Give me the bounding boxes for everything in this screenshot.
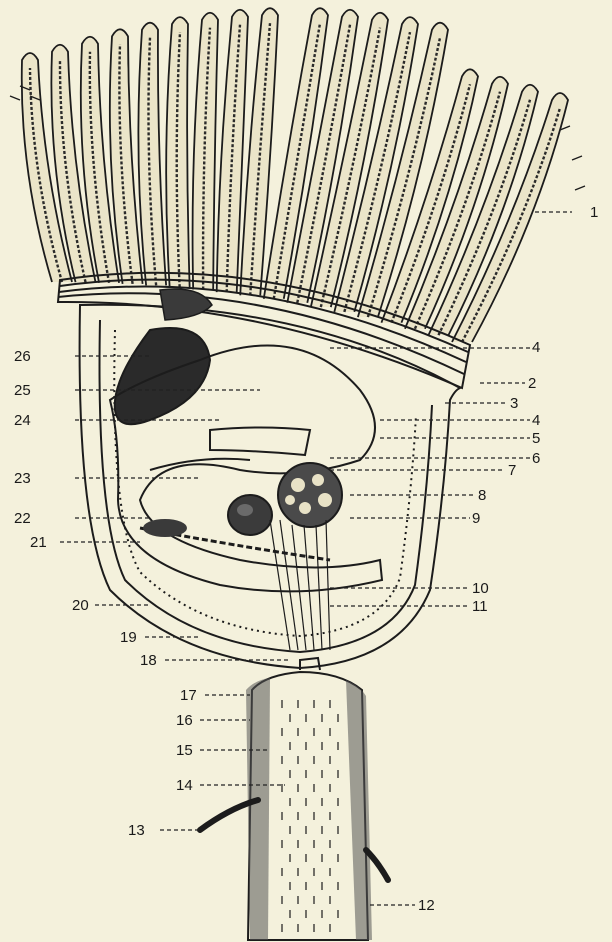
label-20: 20	[72, 598, 89, 613]
ganglion	[228, 495, 272, 535]
bristle	[572, 156, 582, 160]
label-15: 15	[176, 743, 193, 758]
stalk	[200, 658, 388, 940]
bristle	[575, 186, 585, 190]
tentacle-crown	[10, 8, 585, 342]
label-17: 17	[180, 688, 197, 703]
label-10: 10	[472, 581, 489, 596]
bristle	[10, 96, 20, 100]
label-22: 22	[14, 511, 31, 526]
leader-lines	[60, 212, 572, 905]
label-21: 21	[30, 535, 47, 550]
label-14: 14	[176, 778, 193, 793]
label-13: 13	[128, 823, 145, 838]
label-11: 11	[472, 599, 488, 614]
tentacle	[138, 23, 166, 286]
embryo-cluster	[278, 463, 342, 527]
label-8: 8	[478, 488, 486, 503]
label-19: 19	[120, 630, 137, 645]
label-5: 5	[532, 431, 540, 446]
label-4-lower: 4	[532, 413, 540, 428]
label-23: 23	[14, 471, 31, 486]
label-4-upper: 4	[532, 340, 540, 355]
retractor-muscles	[270, 520, 330, 650]
label-12: 12	[418, 898, 435, 913]
label-26: 26	[14, 349, 31, 364]
dark-organ	[115, 289, 212, 424]
label-6: 6	[532, 451, 540, 466]
label-3: 3	[510, 396, 518, 411]
label-18: 18	[140, 653, 157, 668]
tentacle	[193, 13, 218, 290]
label-16: 16	[176, 713, 193, 728]
label-24: 24	[14, 413, 31, 428]
label-2: 2	[528, 376, 536, 391]
label-25: 25	[14, 383, 31, 398]
label-7: 7	[508, 463, 516, 478]
label-9: 9	[472, 511, 480, 526]
label-1: 1	[590, 205, 598, 220]
